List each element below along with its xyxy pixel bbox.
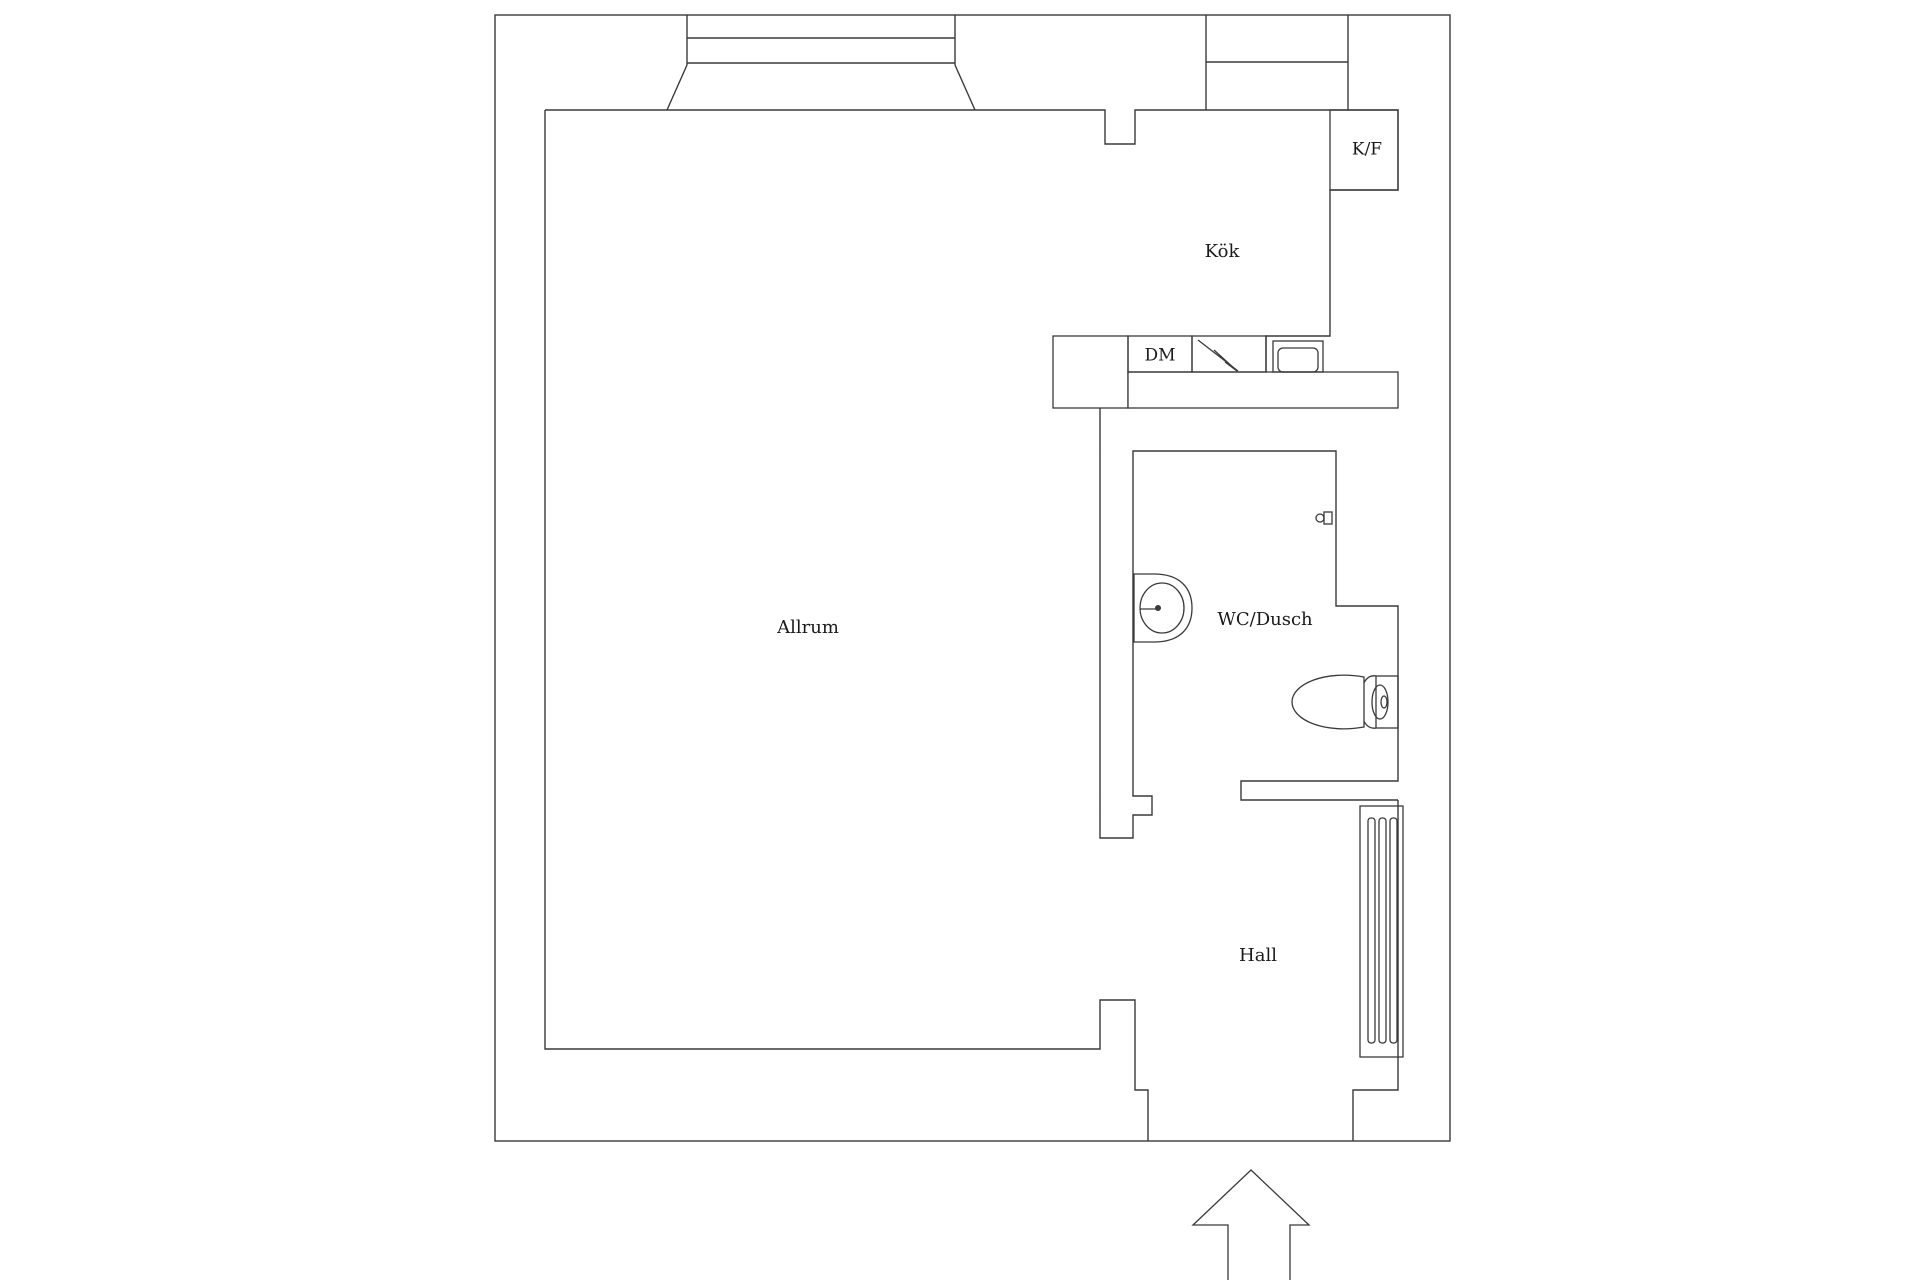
window-living-room [666, 15, 976, 111]
room-label-wc-dusch: WC/Dusch [1217, 609, 1313, 630]
room-label-kok: Kök [1205, 241, 1241, 262]
dishwasher-label: DM [1144, 346, 1175, 366]
fridge-freezer-label: K/F [1352, 140, 1382, 160]
outer-wall [494, 14, 1451, 1142]
sink-icon [1133, 573, 1193, 643]
fridge-freezer [1329, 109, 1399, 191]
room-label-allrum: Allrum [776, 617, 839, 638]
allrum-outline [544, 109, 1330, 1141]
radiator-icon [1359, 805, 1404, 1058]
shower-head-icon [1315, 511, 1333, 525]
kitchen-sink-icon [1272, 340, 1324, 373]
hall-wall [1352, 800, 1399, 1141]
stove-icon [1191, 335, 1267, 373]
kitchen-counter [1127, 371, 1399, 409]
kitchen-counter-left [1052, 335, 1129, 409]
window-kitchen [1205, 15, 1349, 110]
toilet-icon [1291, 674, 1399, 730]
entrance-arrow-icon [1191, 1169, 1311, 1280]
room-label-hall: Hall [1239, 945, 1277, 966]
bathroom-partition-left [1099, 408, 1399, 839]
